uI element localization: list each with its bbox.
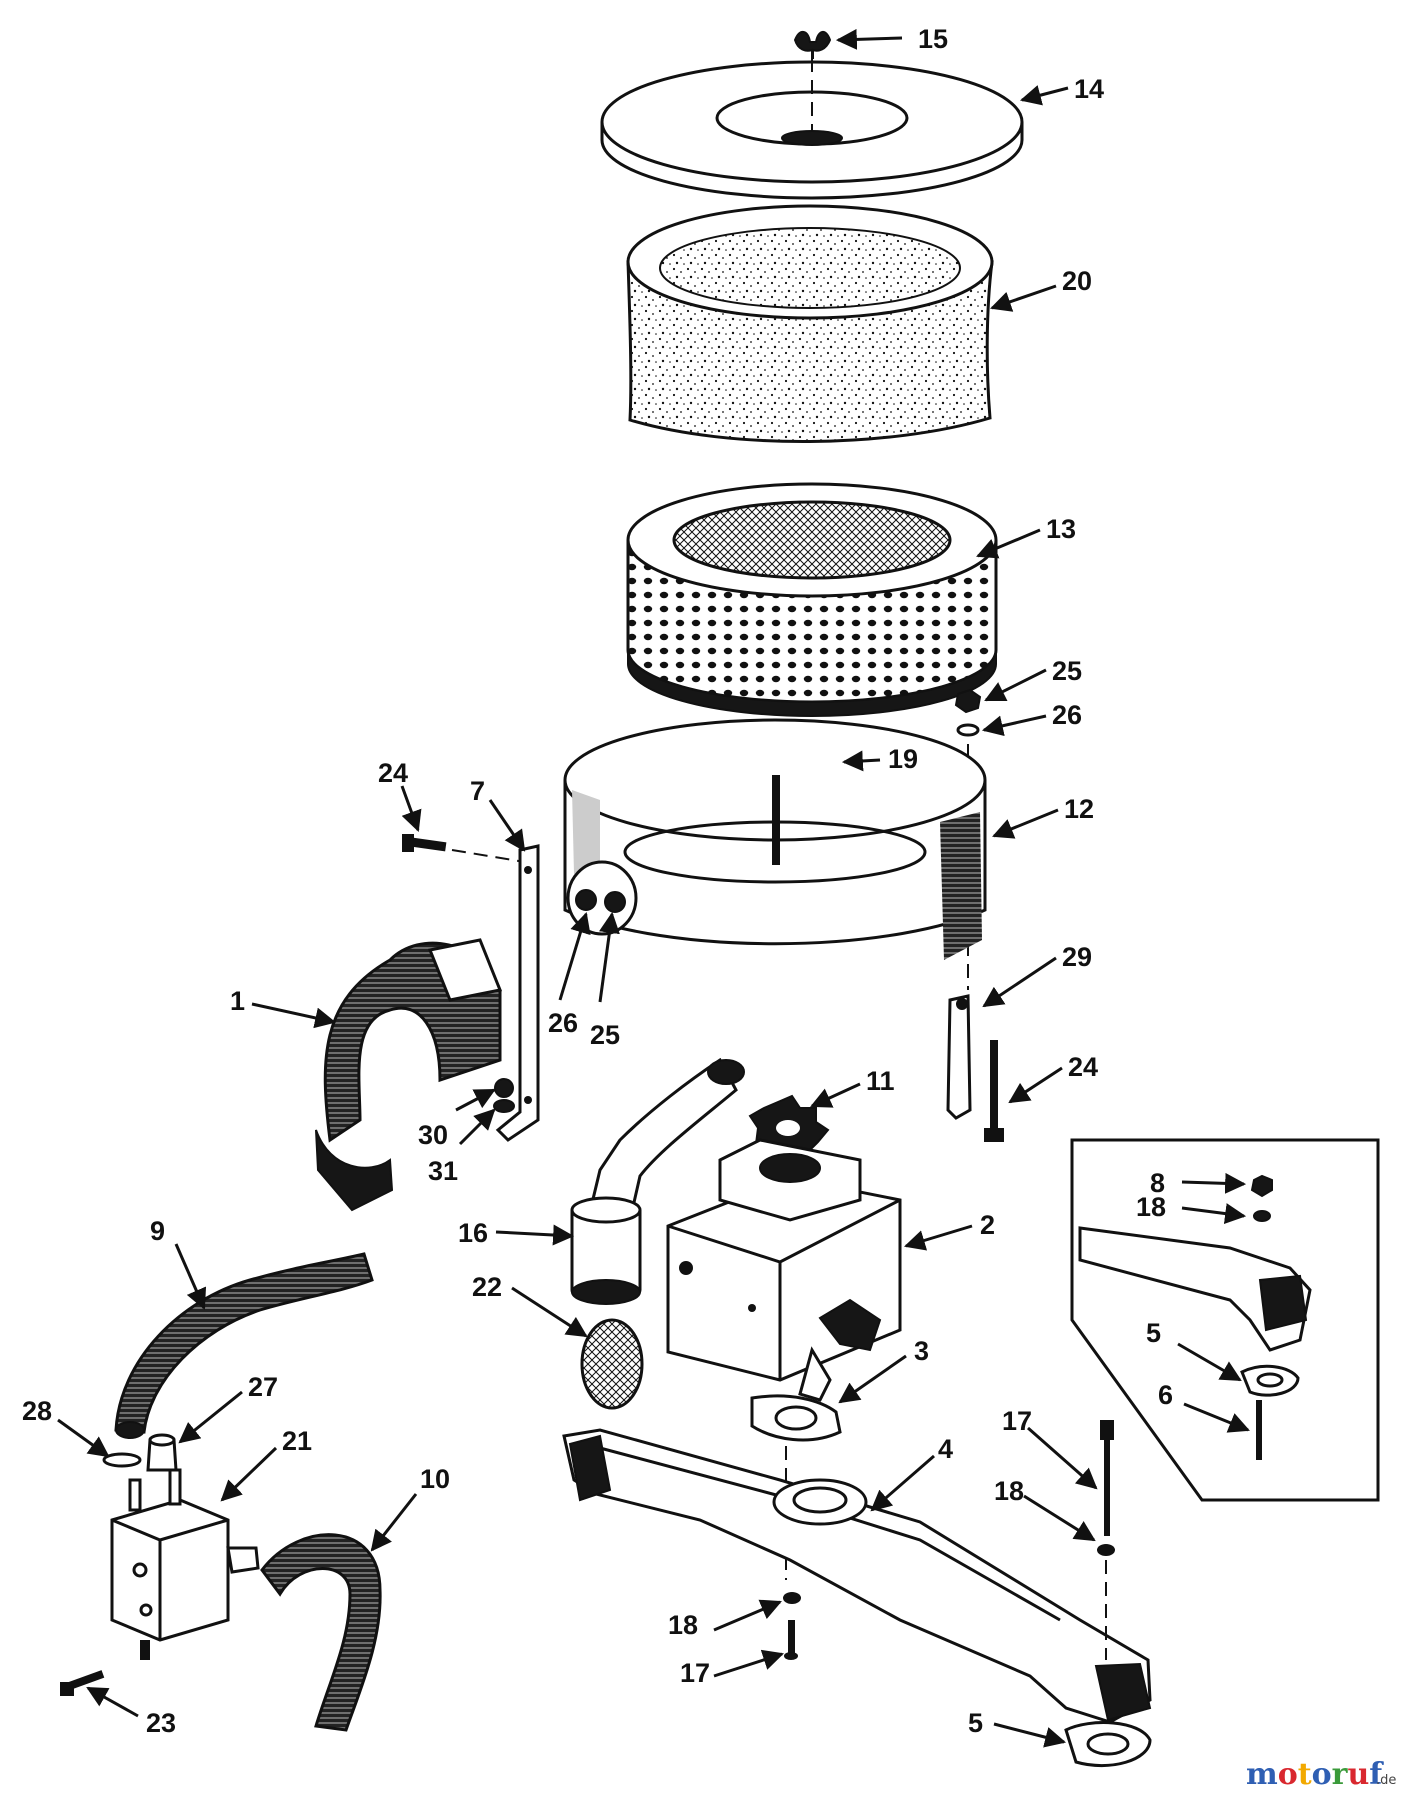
callout-17-right: 17 — [1002, 1406, 1032, 1436]
fuel-pump-cap-part — [146, 1433, 178, 1472]
callout-6: 6 — [1158, 1380, 1173, 1410]
fuel-hose-9 — [114, 1252, 374, 1439]
foam-precleaner-part — [626, 204, 994, 443]
bracket-part — [495, 844, 540, 1142]
air-cleaner-base-part — [563, 718, 987, 960]
fuel-hose-10 — [260, 1533, 382, 1732]
callout-18-inset: 18 — [1136, 1192, 1166, 1222]
fuel-pump-screw — [60, 1670, 105, 1696]
callout-2: 2 — [980, 1210, 995, 1240]
watermark-letter: o — [1278, 1757, 1298, 1792]
callout-labels: 15 14 20 13 25 26 19 12 29 24 24 7 26 25… — [22, 24, 1173, 1738]
callout-19: 19 — [888, 744, 918, 774]
callout-30: 30 — [418, 1120, 448, 1150]
callout-5-bottom: 5 — [968, 1708, 983, 1738]
manifold-stud-right — [1097, 1420, 1115, 1660]
callout-12: 12 — [1064, 794, 1094, 824]
callout-25: 25 — [1052, 656, 1082, 686]
watermark-text: motoruf — [1246, 1757, 1384, 1792]
callout-27: 27 — [248, 1372, 278, 1402]
callout-29: 29 — [1062, 942, 1092, 972]
fuel-pump-part — [110, 1468, 260, 1660]
callout-7: 7 — [470, 776, 485, 806]
callout-13: 13 — [1046, 514, 1076, 544]
watermark-suffix: .de — [1376, 1773, 1396, 1788]
watermark-letter: m — [1246, 1757, 1278, 1792]
callout-18-lower: 18 — [668, 1610, 698, 1640]
callout-31: 31 — [428, 1156, 458, 1186]
watermark: motoruf .de — [1246, 1757, 1396, 1792]
callout-14: 14 — [1074, 74, 1104, 104]
watermark-letter: t — [1298, 1757, 1312, 1792]
callout-4: 4 — [938, 1434, 953, 1464]
air-cleaner-cover-part — [600, 58, 1024, 200]
callout-28: 28 — [22, 1396, 52, 1426]
nut-and-washer-left — [493, 1078, 515, 1113]
manifold-bolt-lower — [783, 1592, 801, 1660]
callout-8: 8 — [1150, 1168, 1165, 1198]
carburetor-part — [666, 1138, 902, 1402]
callout-9: 9 — [150, 1216, 165, 1246]
callout-23: 23 — [146, 1708, 176, 1738]
carburetor-screen-part — [580, 1318, 644, 1410]
watermark-letter: o — [1312, 1757, 1332, 1792]
callout-24-right: 24 — [1068, 1052, 1098, 1082]
intake-elbow-part — [315, 938, 503, 1212]
bracket-right-part — [946, 994, 1004, 1142]
callout-24-left: 24 — [378, 758, 408, 788]
watermark-letter: f — [1369, 1757, 1384, 1792]
hose-clamp-part — [102, 1452, 142, 1468]
bracket-bolt-left — [402, 834, 526, 863]
callout-15: 15 — [918, 24, 948, 54]
callout-25-left: 25 — [590, 1020, 620, 1050]
callout-11: 11 — [866, 1066, 895, 1096]
callout-10: 10 — [420, 1464, 450, 1494]
leader-lines — [57, 28, 1250, 1748]
wing-nut-part — [793, 31, 832, 59]
watermark-letter: r — [1332, 1757, 1349, 1792]
callout-26-left: 26 — [548, 1008, 578, 1038]
callout-20: 20 — [1062, 266, 1092, 296]
callout-22: 22 — [472, 1272, 502, 1302]
callout-3: 3 — [914, 1336, 929, 1366]
callout-5-inset: 5 — [1146, 1318, 1161, 1348]
intake-manifold-part — [562, 1428, 1152, 1724]
callout-21: 21 — [282, 1426, 312, 1456]
watermark-letter: u — [1347, 1757, 1369, 1792]
breather-tube-part — [570, 1057, 745, 1305]
filter-element-part — [626, 482, 998, 717]
inset-detail — [1070, 1138, 1380, 1502]
callout-1: 1 — [230, 986, 245, 1016]
callout-26: 26 — [1052, 700, 1082, 730]
carburetor-gasket-part — [750, 1394, 842, 1580]
callout-18-right: 18 — [994, 1476, 1024, 1506]
manifold-gasket-bottom — [1064, 1721, 1152, 1767]
callout-17-lower: 17 — [680, 1658, 710, 1688]
callout-16: 16 — [458, 1218, 488, 1248]
